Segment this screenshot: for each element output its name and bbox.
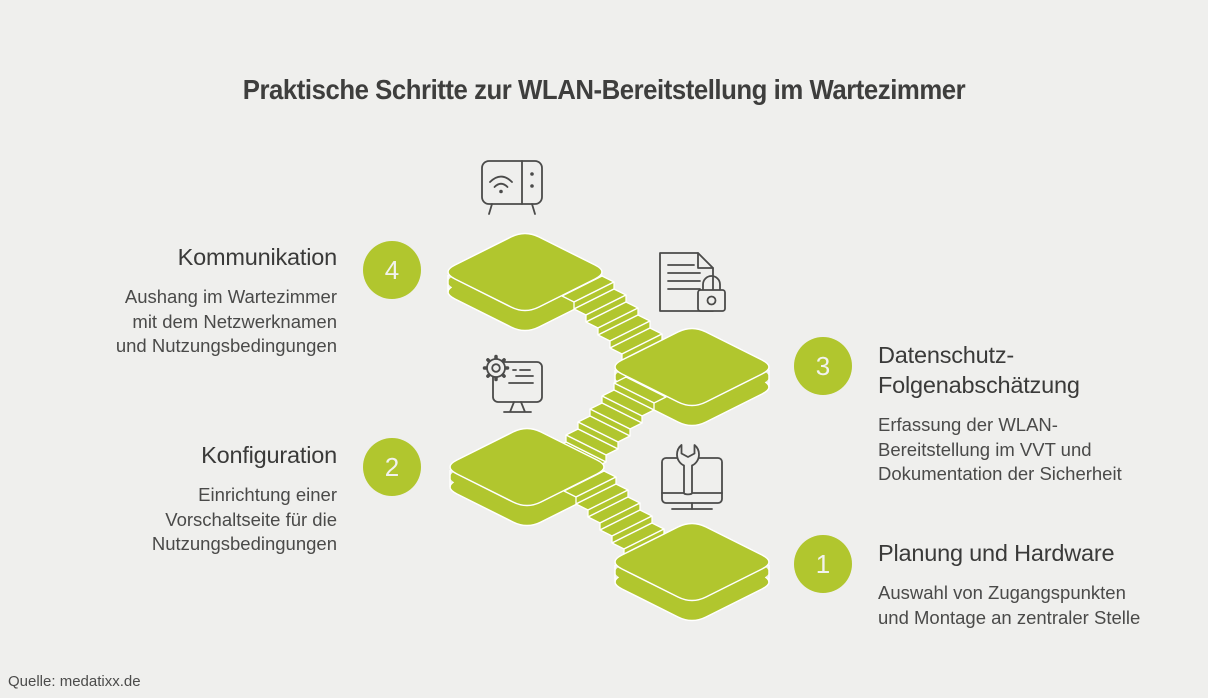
step-1-text-block: Planung und Hardware Auswahl von Zugangs…: [878, 538, 1178, 630]
step-number: 4: [384, 254, 400, 285]
step-number: 3: [815, 350, 831, 381]
step-description: Erfassung der WLAN- Bereitstellung im VV…: [878, 413, 1158, 487]
step-desc-line: Auswahl von Zugangspunkten: [878, 582, 1126, 603]
step-title-line: Folgenabschätzung: [878, 372, 1080, 398]
step-desc-line: mit dem Netzwerknamen: [132, 310, 337, 332]
step-title: Konfiguration: [77, 440, 337, 470]
step-title-line: Datenschutz-: [878, 342, 1015, 368]
step-3-number-badge: 3: [794, 337, 852, 395]
step-desc-line: Nutzungsbedingungen: [151, 533, 337, 554]
step-3-text-block: Datenschutz- Folgenabschätzung Erfassung…: [878, 340, 1158, 487]
source-credit: Quelle: medatixx.de: [8, 673, 141, 690]
step-title-line: Kommunikation: [177, 244, 338, 270]
step-4-text-block: Kommunikation Aushang im Wartezimmer mit…: [77, 242, 337, 359]
step-title: Kommunikation: [77, 242, 338, 272]
step-title: Datenschutz- Folgenabschätzung: [878, 340, 1158, 400]
step-number: 2: [384, 451, 400, 482]
document-lock-icon: [659, 252, 726, 312]
wifi-router-icon: [481, 160, 543, 215]
step-desc-line: Aushang im Wartezimmer: [124, 286, 337, 307]
step-desc-line: und Montage an zentraler Stelle: [878, 606, 1141, 628]
step-desc-line: Erfassung der WLAN-: [878, 414, 1058, 435]
step-4-number-badge: 4: [363, 241, 421, 299]
step-description: Auswahl von Zugangspunkten und Montage a…: [878, 581, 1178, 630]
step-desc-line: Bereitstellung im VVT und: [878, 438, 1092, 460]
step-desc-line: Vorschaltseite für die: [165, 508, 337, 530]
step-title-line: Konfiguration: [201, 442, 337, 468]
step-desc-line: Dokumentation der Sicherheit: [878, 463, 1122, 484]
step-title: Planung und Hardware: [878, 538, 1178, 568]
step-1-number-badge: 1: [794, 535, 852, 593]
step-2-number-badge: 2: [363, 438, 421, 496]
step-desc-line: Einrichtung einer: [198, 484, 337, 505]
step-2-text-block: Konfiguration Einrichtung einer Vorschal…: [77, 440, 337, 557]
step-title-line: Planung und Hardware: [878, 540, 1115, 566]
monitor-gear-icon: [482, 354, 543, 413]
step-desc-line: und Nutzungsbedingungen: [115, 335, 337, 356]
monitor-wrench-icon: [661, 444, 723, 510]
page-title: Praktische Schritte zur WLAN-Bereitstell…: [242, 74, 966, 105]
step-description: Aushang im Wartezimmer mit dem Netzwerkn…: [77, 285, 337, 359]
step-description: Einrichtung einer Vorschaltseite für die…: [77, 483, 337, 557]
step-number: 1: [815, 548, 831, 579]
